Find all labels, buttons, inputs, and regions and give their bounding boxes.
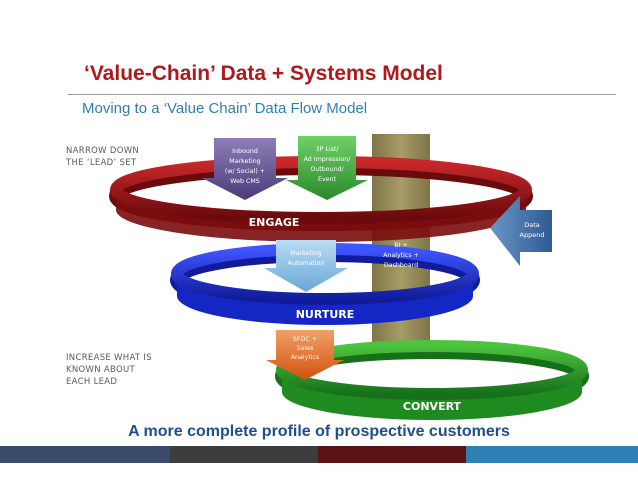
convert-ring — [275, 340, 589, 420]
sfdc-label-line: Analytics — [291, 354, 320, 361]
footer-caption: A more complete profile of prospective c… — [128, 423, 510, 440]
append-label-line: Data — [524, 221, 540, 229]
inbound-label-line: Inbound — [232, 148, 258, 155]
footer-segment — [318, 446, 466, 463]
note-line: INCREASE WHAT IS — [66, 353, 152, 363]
note-line: NARROW DOWN — [66, 146, 140, 156]
append-label-line: Append — [520, 231, 545, 239]
inbound-label-line: (w/ Social) + — [225, 168, 265, 175]
data-append-arrow — [490, 196, 552, 266]
bi-label-line: BI + — [394, 242, 407, 249]
marketing-automation-arrow — [264, 240, 348, 292]
slide-subtitle: Moving to a ‘Value Chain’ Data Flow Mode… — [82, 100, 368, 117]
convert-label: CONVERT — [403, 400, 462, 413]
footer-segment — [170, 446, 318, 463]
slide-title: ‘Value-Chain’ Data + Systems Model — [84, 62, 443, 85]
engage-label: ENGAGE — [249, 216, 300, 229]
bi-label-line: Analytics + — [383, 252, 419, 259]
automation-label-line: Automation — [288, 260, 325, 267]
list-label-line: Outbound/ — [310, 166, 344, 173]
note-line: EACH LEAD — [66, 377, 118, 387]
footer-color-bar — [0, 446, 638, 463]
note-narrow-down: NARROW DOWN THE ‘LEAD’ SET — [66, 145, 139, 169]
list-label-line: Event — [318, 176, 337, 183]
note-line: THE ‘LEAD’ SET — [66, 158, 137, 168]
title-divider — [68, 94, 616, 95]
inbound-marketing-arrow — [202, 138, 288, 200]
inbound-label-line: Marketing — [229, 158, 260, 165]
footer-segment — [0, 446, 170, 463]
sfdc-label-line: SFDC + — [293, 336, 317, 343]
sfdc-sales-analytics-arrow — [266, 330, 344, 380]
list-label-line: Ad Impression/ — [304, 156, 352, 163]
note-increase-known: INCREASE WHAT IS KNOWN ABOUT EACH LEAD — [66, 352, 152, 388]
nurture-label: NURTURE — [296, 308, 355, 321]
note-line: KNOWN ABOUT — [66, 365, 135, 375]
list-outbound-arrow — [286, 136, 368, 200]
list-label-line: 3P List/ — [316, 146, 340, 153]
footer-segment — [466, 446, 638, 463]
bi-label-line: Dashboard — [384, 262, 418, 269]
inbound-label-line: Web CMS — [230, 178, 260, 185]
sfdc-label-line: Sales — [297, 345, 314, 352]
automation-label-line: Marketing — [290, 250, 321, 257]
